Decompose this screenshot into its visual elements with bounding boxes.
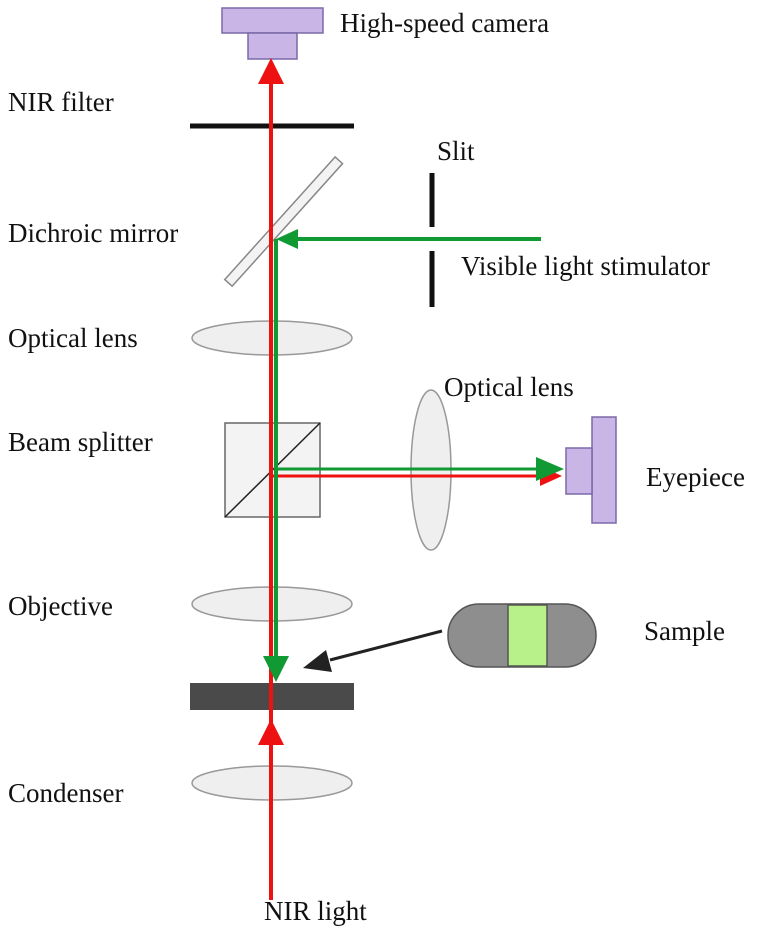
label-objective: Objective bbox=[8, 591, 113, 621]
label-dichroic-mirror: Dichroic mirror bbox=[8, 218, 178, 248]
sample-capsule bbox=[447, 603, 597, 668]
label-condenser: Condenser bbox=[8, 778, 123, 808]
label-beam-splitter: Beam splitter bbox=[8, 427, 153, 457]
visible-arrowhead-sample bbox=[263, 656, 289, 682]
sample-pointer-arrow bbox=[303, 629, 443, 672]
visible-arrowhead-eyepiece bbox=[536, 457, 564, 481]
nir-arrowhead-top bbox=[258, 58, 284, 84]
sample-pointer-head bbox=[303, 650, 332, 672]
eyepiece-body bbox=[591, 416, 617, 524]
visible-arrowhead-mirror bbox=[276, 229, 298, 249]
label-nir-filter: NIR filter bbox=[8, 87, 114, 117]
label-optical-lens-left: Optical lens bbox=[8, 323, 138, 353]
sample-pointer-line bbox=[329, 629, 443, 662]
label-visible-light-stimulator: Visible light stimulator bbox=[461, 251, 710, 281]
label-optical-lens-right: Optical lens bbox=[444, 372, 574, 402]
dichroic-mirror bbox=[223, 155, 344, 288]
label-eyepiece: Eyepiece bbox=[646, 462, 745, 492]
high-speed-camera bbox=[221, 7, 324, 60]
sample-capsule-center bbox=[507, 604, 548, 667]
camera-body bbox=[221, 7, 324, 34]
eyepiece-tube bbox=[565, 447, 593, 495]
camera-mount bbox=[247, 32, 298, 60]
label-nir-light: NIR light bbox=[264, 896, 367, 926]
label-sample: Sample bbox=[644, 616, 725, 646]
visible-beam bbox=[263, 229, 564, 682]
nir-beam bbox=[258, 58, 562, 900]
label-slit: Slit bbox=[437, 136, 475, 166]
label-high-speed-camera: High-speed camera bbox=[340, 8, 549, 38]
nir-arrowhead-bottom bbox=[258, 719, 284, 745]
eyepiece bbox=[565, 416, 617, 524]
